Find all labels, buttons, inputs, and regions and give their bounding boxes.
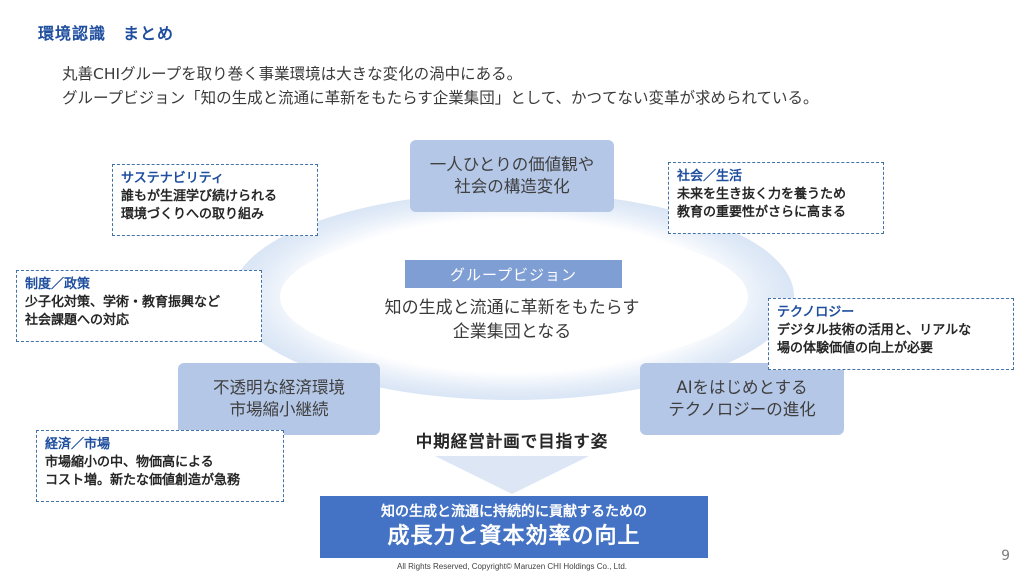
- down-arrow-icon: [435, 456, 589, 494]
- factor-line: テクノロジーの進化: [668, 400, 816, 419]
- factor-line: 一人ひとりの価値観や: [429, 155, 595, 174]
- factor-box-technology: AIをはじめとする テクノロジーの進化: [640, 363, 844, 435]
- goal-line-2: 成長力と資本効率の向上: [387, 524, 641, 549]
- note-policy: 制度／政策 少子化対策、学術・教育振興など 社会課題への対応: [16, 270, 262, 342]
- note-society: 社会／生活 未来を生き抜く力を養うため 教育の重要性がさらに高まる: [668, 162, 884, 234]
- factor-box-society-change: 一人ひとりの価値観や 社会の構造変化: [410, 140, 614, 212]
- note-heading: 経済／市場: [45, 437, 111, 452]
- note-line: 未来を生き抜く力を養うため: [677, 187, 847, 202]
- goal-box: 知の生成と流通に持続的に貢献するための 成長力と資本効率の向上: [320, 496, 708, 558]
- note-technology: テクノロジー デジタル技術の活用と、リアルな 場の体験価値の向上が必要: [768, 298, 1014, 370]
- note-heading: 制度／政策: [25, 277, 91, 292]
- factor-line: 市場縮小継続: [229, 400, 329, 419]
- intro-line-1: 丸善CHIグループを取り巻く事業環境は大きな変化の渦中にある。: [62, 65, 523, 83]
- group-vision-text: 知の生成と流通に革新をもたらす 企業集団となる: [330, 296, 694, 344]
- slide-title: 環境認識 まとめ: [38, 24, 175, 43]
- note-line: 場の体験価値の向上が必要: [777, 341, 934, 356]
- note-economy: 経済／市場 市場縮小の中、物価高による コスト増。新たな価値創造が急務: [36, 430, 284, 502]
- copyright-notice: All Rights Reserved, Copyright© Maruzen …: [397, 562, 627, 571]
- note-line: 市場縮小の中、物価高による: [45, 455, 214, 470]
- note-line: 社会課題への対応: [25, 313, 130, 328]
- note-line: 環境づくりへの取り組み: [121, 207, 265, 222]
- note-line: 誰もが生涯学び続けられる: [121, 189, 278, 204]
- goal-line-1: 知の生成と流通に持続的に貢献するための: [381, 504, 647, 520]
- page-number: 9: [1001, 548, 1010, 564]
- note-heading: サステナビリティ: [121, 171, 224, 186]
- group-vision-line-2: 企業集団となる: [452, 322, 572, 342]
- group-vision-line-1: 知の生成と流通に革新をもたらす: [384, 298, 640, 318]
- factor-line: AIをはじめとする: [676, 378, 808, 397]
- group-vision-label: グループビジョン: [405, 260, 622, 288]
- factor-line: 不透明な経済環境: [213, 378, 345, 397]
- note-heading: 社会／生活: [677, 169, 743, 184]
- note-heading: テクノロジー: [777, 305, 855, 320]
- note-sustainability: サステナビリティ 誰もが生涯学び続けられる 環境づくりへの取り組み: [112, 164, 318, 236]
- note-line: 少子化対策、学術・教育振興など: [25, 295, 221, 310]
- factor-box-economy: 不透明な経済環境 市場縮小継続: [178, 363, 380, 435]
- intro-line-2: グループビジョン「知の生成と流通に革新をもたらす企業集団」として、かつてない変革…: [62, 89, 819, 107]
- note-line: 教育の重要性がさらに高まる: [677, 205, 847, 220]
- midterm-plan-heading: 中期経営計画で目指す姿: [415, 432, 609, 451]
- vision-ring-center: [280, 226, 748, 368]
- note-line: コスト増。新たな価値創造が急務: [45, 473, 241, 488]
- factor-line: 社会の構造変化: [454, 177, 570, 196]
- note-line: デジタル技術の活用と、リアルな: [777, 323, 972, 338]
